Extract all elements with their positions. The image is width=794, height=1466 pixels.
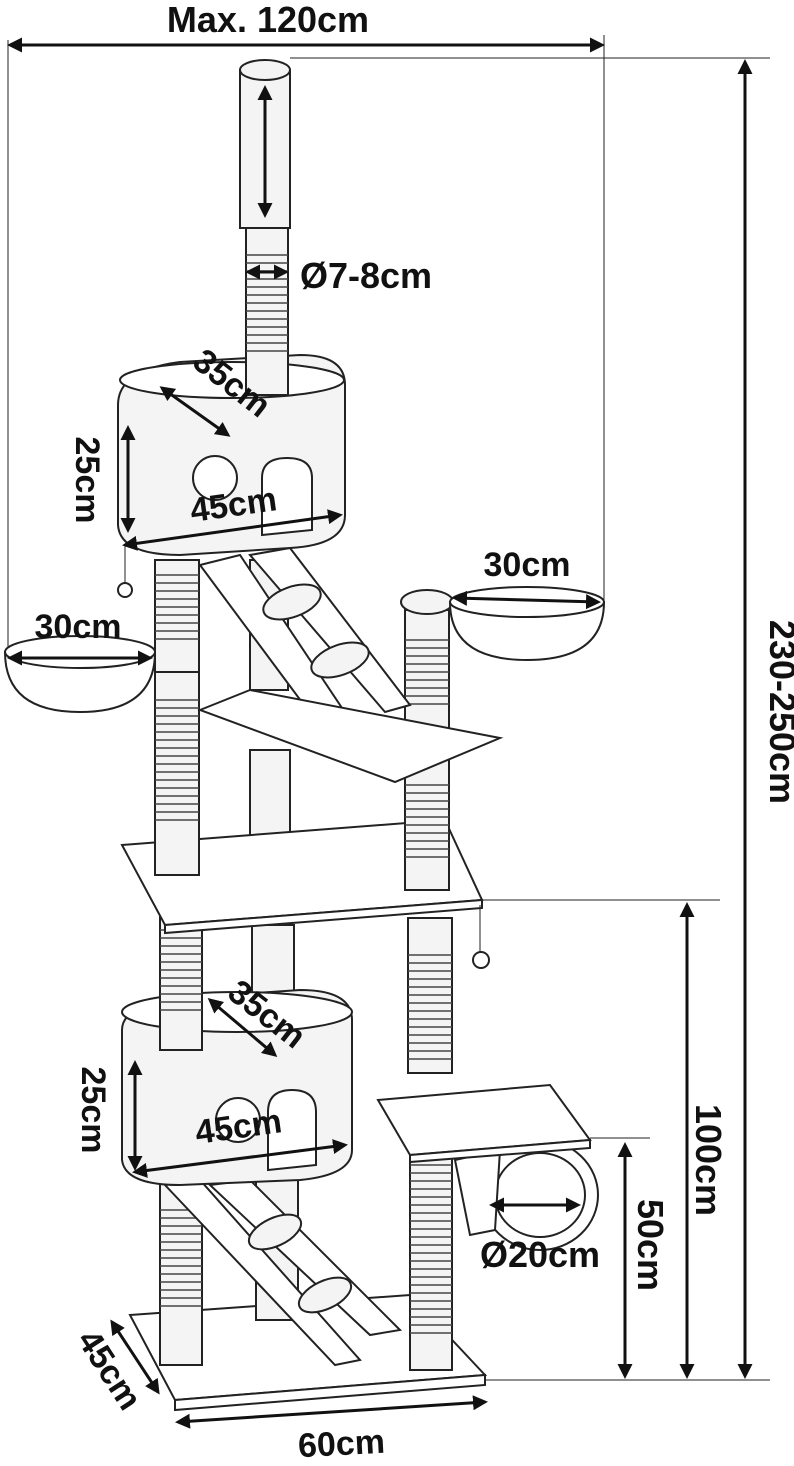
tunnel-height-label: 50cm (630, 1199, 671, 1291)
total-height-label: 230-250cm (762, 620, 794, 804)
max-width-label: Max. 120cm (167, 0, 369, 40)
lower-height-label: 100cm (688, 1104, 729, 1216)
guide-lines (7, 35, 770, 1381)
lower-house-height-label: 25cm (74, 1067, 112, 1154)
base-width-label: 60cm (297, 1423, 386, 1465)
upper-shelf (197, 688, 504, 784)
dimension-arrows (6, 37, 753, 1429)
tunnel-diameter-label: Ø20cm (480, 1234, 600, 1275)
cat-tree-drawing (3, 59, 606, 1412)
top-pole (245, 224, 289, 396)
top-house-height-label: 25cm (68, 437, 106, 524)
right-bowl (448, 601, 606, 662)
left-bowl (3, 651, 157, 714)
right-bowl-label: 30cm (484, 546, 571, 584)
lower-right-pole (409, 1154, 453, 1371)
pole-diameter-label: Ø7-8cm (300, 255, 432, 296)
left-bowl-label: 30cm (35, 608, 122, 646)
base-depth-label: 45cm (70, 1323, 149, 1417)
